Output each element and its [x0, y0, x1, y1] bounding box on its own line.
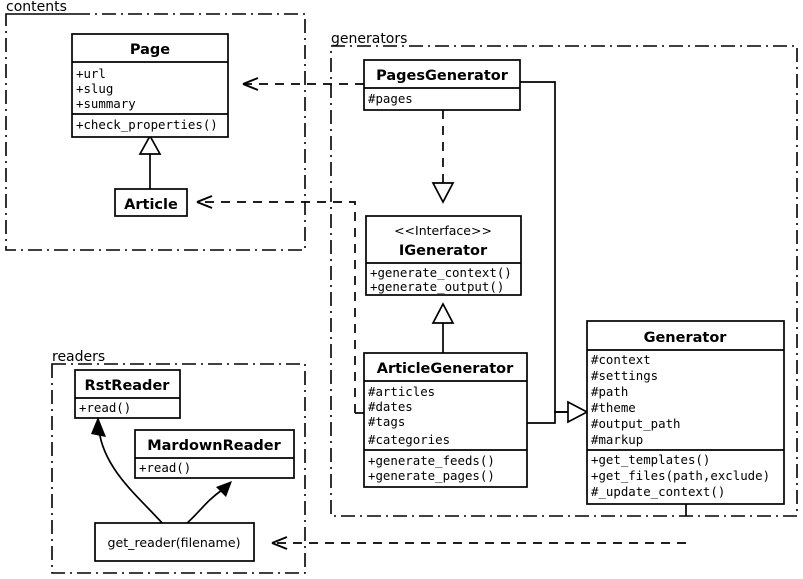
class-igenerator[interactable]: <<Interface>> IGenerator +generate_conte…	[365, 215, 522, 296]
class-igenerator-method: +generate_output()	[370, 279, 504, 294]
relation-line	[185, 489, 223, 525]
relation-articlegenerator-extends-generator	[527, 400, 589, 424]
arrowhead-hollow-triangle-icon	[431, 302, 455, 324]
arrowhead-hollow-triangle-icon	[431, 182, 455, 204]
class-articlegenerator-method: +generate_feeds()	[368, 453, 495, 468]
package-generators-label: generators	[331, 31, 407, 47]
class-articlegenerator-method: +generate_pages()	[368, 468, 495, 483]
class-generator-attribute: #path	[591, 384, 628, 399]
class-igenerator-method: +generate_context()	[370, 265, 512, 280]
package-contents-label: contents	[6, 0, 67, 15]
class-generator[interactable]: Generator #context #settings #path #them…	[586, 320, 785, 505]
arrowhead-hollow-triangle-icon	[567, 400, 589, 424]
class-article-box[interactable]	[114, 188, 188, 217]
class-page-title: Page	[130, 42, 170, 58]
function-get-reader-label: get_reader(filename)	[108, 535, 241, 550]
relation-generator-uses-getreader	[271, 504, 687, 550]
class-page[interactable]: Page +url +slug +summary +check_properti…	[71, 33, 229, 138]
class-generator-attribute: #theme	[591, 400, 636, 415]
package-readers-frame	[51, 363, 306, 574]
class-articlegenerator-box[interactable]	[363, 352, 528, 488]
relation-pagesgenerator-implements-igenerator	[431, 110, 455, 204]
class-articlegenerator-title: ArticleGenerator	[377, 361, 514, 377]
arrowhead-hollow-triangle-icon	[138, 134, 162, 155]
arrowhead-open-icon	[242, 77, 259, 91]
class-generator-box[interactable]	[586, 320, 785, 505]
class-igenerator-stereotype: <<Interface>>	[394, 223, 492, 238]
relation-line	[527, 411, 568, 424]
class-articlegenerator-attribute: #categories	[368, 432, 450, 447]
relation-articlegenerator-uses-article	[196, 195, 364, 414]
class-article-title: Article	[124, 197, 178, 213]
class-articlegenerator-attribute: #articles	[368, 384, 435, 399]
class-igenerator-box[interactable]	[365, 215, 522, 296]
relation-pagesgenerator-uses-page	[242, 77, 364, 91]
function-get-reader-box[interactable]	[94, 522, 255, 562]
relation-line	[197, 201, 356, 413]
arrowhead-filled-icon	[216, 481, 232, 497]
class-pagesgenerator-attribute: #pages	[368, 91, 413, 106]
class-mardownreader-box[interactable]	[134, 429, 295, 479]
class-article[interactable]: Article	[114, 188, 188, 217]
class-generator-attribute: #markup	[591, 432, 643, 447]
package-contents-frame	[5, 13, 306, 251]
class-generator-attribute: #output_path	[591, 416, 681, 431]
class-mardownreader[interactable]: MardownReader +read()	[134, 429, 295, 479]
arrowhead-open-icon	[196, 195, 213, 209]
class-articlegenerator-attribute: #dates	[368, 399, 413, 414]
class-igenerator-title: IGenerator	[399, 243, 488, 259]
package-generators: generators	[330, 31, 798, 517]
class-generator-method: #_update_context()	[591, 484, 725, 499]
class-page-method: +check_properties()	[76, 117, 218, 132]
class-pagesgenerator[interactable]: PagesGenerator #pages	[363, 59, 521, 111]
relation-line	[98, 429, 164, 525]
package-contents: contents	[5, 0, 306, 251]
class-rstreader-box[interactable]	[74, 369, 181, 419]
relation-getreader-creates-rstreader	[91, 417, 164, 525]
class-rstreader[interactable]: RstReader +read()	[74, 369, 181, 419]
package-readers-label: readers	[52, 349, 105, 365]
relation-article-extends-page	[138, 134, 162, 190]
class-rstreader-method: +read()	[79, 400, 131, 415]
class-pagesgenerator-title: PagesGenerator	[376, 68, 509, 84]
function-get-reader[interactable]: get_reader(filename)	[94, 522, 255, 562]
arrowhead-filled-icon	[91, 417, 106, 437]
relation-getreader-creates-mardownreader	[185, 481, 232, 525]
class-articlegenerator[interactable]: ArticleGenerator #articles #dates #tags …	[363, 352, 528, 488]
class-generator-method: +get_files(path,exclude)	[591, 468, 770, 483]
class-page-box[interactable]	[71, 33, 229, 138]
class-generator-title: Generator	[644, 330, 728, 346]
class-mardownreader-method: +read()	[139, 460, 191, 475]
arrowhead-open-icon	[271, 536, 288, 550]
class-articlegenerator-attribute: #tags	[368, 414, 405, 429]
class-generator-attribute: #context	[591, 352, 651, 367]
class-rstreader-title: RstReader	[85, 378, 171, 394]
class-page-attribute: +slug	[76, 81, 113, 96]
package-generators-frame	[330, 45, 798, 517]
class-mardownreader-title: MardownReader	[147, 438, 281, 454]
relation-articlegenerator-implements-igenerator	[431, 302, 455, 353]
class-generator-attribute: #settings	[591, 368, 658, 383]
class-pagesgenerator-box[interactable]	[363, 59, 521, 111]
class-page-attribute: +url	[76, 66, 106, 81]
class-generator-method: +get_templates()	[591, 452, 710, 467]
package-readers: readers	[51, 349, 306, 574]
class-page-attribute: +summary	[76, 96, 136, 111]
